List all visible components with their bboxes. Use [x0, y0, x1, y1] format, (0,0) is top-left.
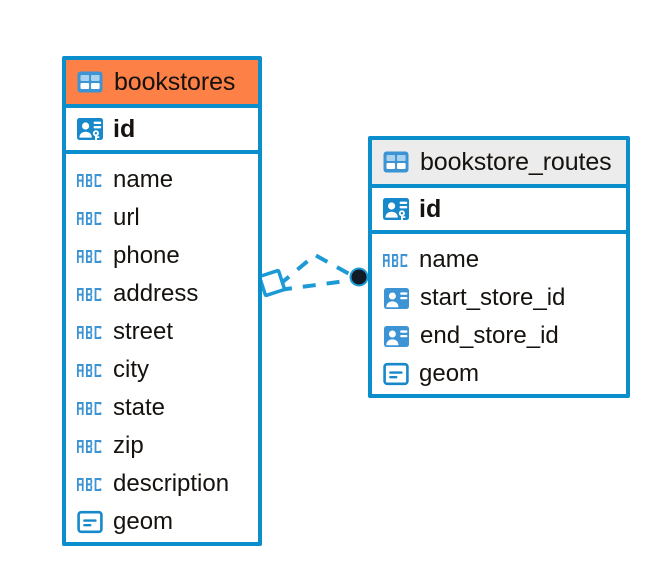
- table-icon: [77, 71, 103, 93]
- field-label: description: [113, 470, 230, 497]
- field-label: name: [113, 166, 174, 193]
- field-row[interactable]: geom: [372, 355, 626, 393]
- primary-key-label: id: [419, 194, 442, 223]
- geometry-icon: [77, 510, 103, 534]
- primary-key-row[interactable]: id: [66, 108, 258, 154]
- field-row[interactable]: geom: [66, 503, 258, 541]
- field-row[interactable]: zip: [66, 427, 258, 465]
- abc-text-icon: [77, 249, 102, 263]
- geometry-icon: [383, 362, 409, 386]
- relationship-target-marker: [351, 269, 367, 285]
- field-label: name: [419, 246, 480, 273]
- field-row[interactable]: description: [66, 465, 258, 503]
- abc-text-icon: [77, 325, 102, 339]
- primary-key-icon: [383, 198, 409, 220]
- entity-title: bookstore_routes: [420, 147, 612, 176]
- entity-header-bookstore-routes[interactable]: bookstore_routes: [372, 140, 626, 188]
- foreign-key-icon: [384, 325, 409, 347]
- abc-text-icon: [77, 363, 102, 377]
- field-row[interactable]: street: [66, 313, 258, 351]
- field-list-bookstores: name url phone address street city state zip des…: [66, 154, 258, 550]
- field-label: start_store_id: [420, 284, 566, 311]
- abc-text-icon: [77, 211, 102, 225]
- abc-text-icon: [77, 401, 102, 415]
- field-label: street: [113, 318, 174, 345]
- field-row[interactable]: end_store_id: [372, 317, 626, 355]
- field-row[interactable]: name: [372, 241, 626, 279]
- field-label: url: [113, 204, 140, 231]
- field-label: end_store_id: [420, 322, 559, 349]
- field-label: city: [113, 356, 149, 383]
- primary-key-row[interactable]: id: [372, 188, 626, 234]
- field-label: zip: [113, 432, 144, 459]
- entity-title: bookstores: [114, 67, 236, 96]
- abc-text-icon: [77, 287, 102, 301]
- abc-text-icon: [77, 477, 102, 491]
- field-row[interactable]: address: [66, 275, 258, 313]
- abc-text-icon: [77, 173, 102, 187]
- field-row[interactable]: phone: [66, 237, 258, 275]
- table-icon: [383, 151, 409, 173]
- field-row[interactable]: name: [66, 161, 258, 199]
- foreign-key-icon: [384, 287, 409, 309]
- abc-text-icon: [383, 253, 408, 267]
- field-label: geom: [113, 508, 174, 535]
- field-label: state: [113, 394, 166, 421]
- relationship-source-marker: [257, 268, 287, 298]
- field-label: address: [113, 280, 199, 307]
- relationship-target-ring: [349, 267, 369, 287]
- field-label: phone: [113, 242, 180, 269]
- abc-text-icon: [77, 439, 102, 453]
- entity-bookstores[interactable]: bookstores id name url phone address street c…: [62, 56, 262, 546]
- field-row[interactable]: url: [66, 199, 258, 237]
- field-label: geom: [419, 360, 480, 387]
- relationship-line-lower: [278, 278, 354, 292]
- field-row[interactable]: start_store_id: [372, 279, 626, 317]
- relationship-line-upper: [277, 252, 354, 287]
- field-row[interactable]: state: [66, 389, 258, 427]
- primary-key-icon: [77, 118, 103, 140]
- field-row[interactable]: city: [66, 351, 258, 389]
- primary-key-label: id: [113, 114, 136, 143]
- entity-header-bookstores[interactable]: bookstores: [66, 60, 258, 108]
